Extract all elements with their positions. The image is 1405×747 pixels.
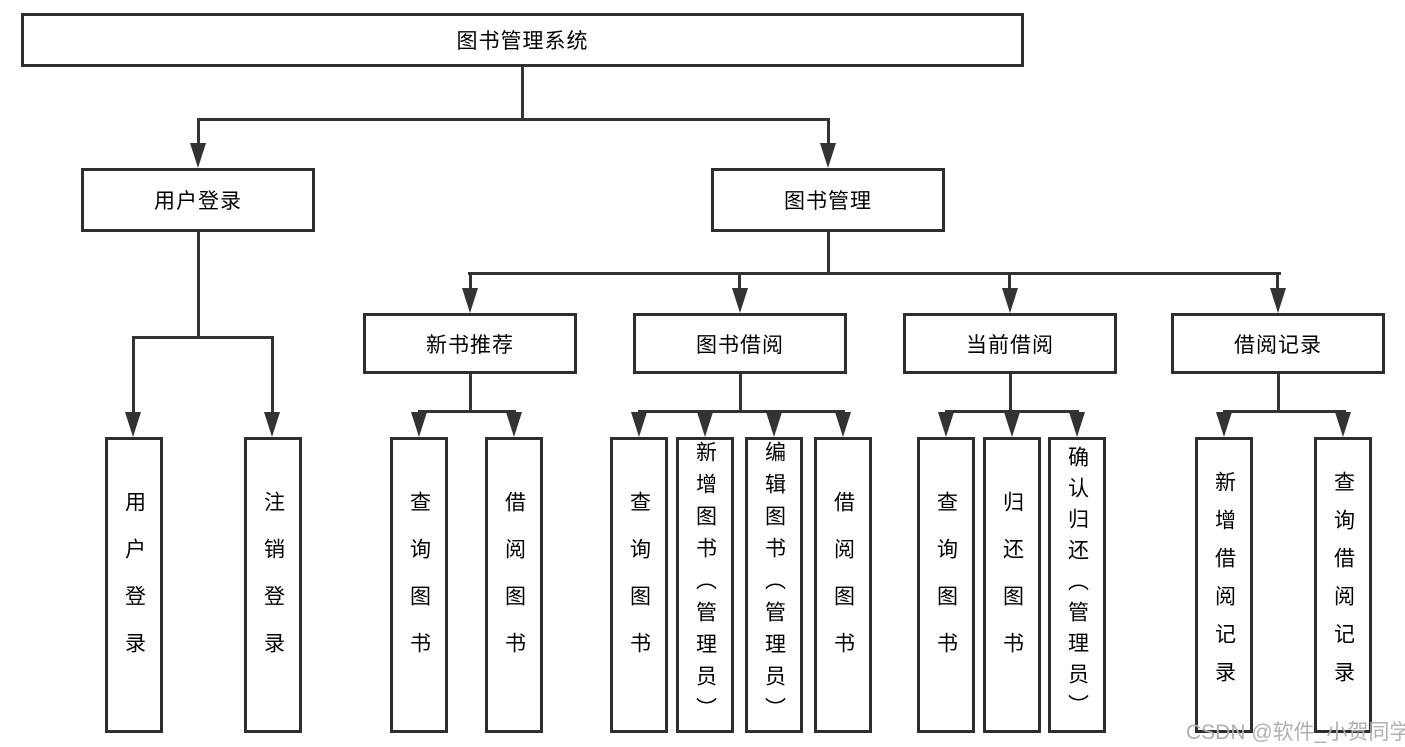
csdn-watermark: CSDN @软件_小贺同学 — [1186, 721, 1405, 744]
node-new-book-recommend: 新书推荐 — [363, 313, 577, 374]
connector-arrowhead — [697, 412, 713, 437]
connector-line — [197, 232, 200, 336]
connector-line — [827, 118, 830, 146]
leaf-edit-book-admin-label: 编辑图书（管理员） — [762, 441, 786, 729]
connector-line — [469, 272, 472, 290]
node-library-system-label: 图书管理系统 — [456, 30, 589, 53]
leaf-borrow-book: 借阅图书 — [814, 437, 872, 733]
leaf-edit-book-admin: 编辑图书（管理员） — [745, 437, 803, 733]
connector-arrowhead — [1216, 412, 1232, 437]
leaf-user-login-label: 用户登录 — [122, 491, 146, 679]
connector-line — [1277, 374, 1280, 410]
connector-arrowhead — [1002, 288, 1018, 313]
connector-line — [469, 374, 472, 410]
connector-line — [1008, 272, 1011, 290]
connector-line — [827, 232, 830, 272]
leaf-borrow-book-label: 借阅图书 — [831, 491, 855, 679]
connector-arrowhead — [1069, 412, 1085, 437]
leaf-query-book-borrowing: 查询图书 — [610, 437, 668, 733]
leaf-query-book-recommend: 查询图书 — [390, 437, 448, 733]
leaf-borrow-book-recommend-label: 借阅图书 — [502, 491, 526, 679]
connector-arrowhead — [1335, 412, 1351, 437]
leaf-add-book-admin: 新增图书（管理员） — [676, 437, 734, 733]
node-library-system: 图书管理系统 — [21, 13, 1024, 67]
leaf-confirm-return-admin: 确认归还（管理员） — [1048, 437, 1106, 733]
node-borrowing-records: 借阅记录 — [1171, 313, 1385, 374]
connector-arrowhead — [506, 412, 522, 437]
node-user-login: 用户登录 — [81, 168, 315, 232]
connector-line — [418, 410, 516, 413]
connector-arrowhead — [462, 288, 478, 313]
leaf-query-book-recommend-label: 查询图书 — [407, 491, 431, 679]
leaf-confirm-return-admin-label: 确认归还（管理员） — [1065, 445, 1089, 725]
node-new-book-recommend-label: 新书推荐 — [426, 333, 514, 357]
connector-arrowhead — [190, 143, 206, 168]
connector-line — [197, 118, 830, 121]
node-current-borrowing: 当前借阅 — [903, 313, 1117, 374]
connector-line — [271, 336, 274, 414]
connector-arrowhead — [631, 412, 647, 437]
leaf-query-borrow-record-label: 查询借阅记录 — [1331, 471, 1355, 699]
connector-line — [638, 410, 845, 413]
leaf-query-book-borrowing-label: 查询图书 — [627, 491, 651, 679]
node-current-borrowing-label: 当前借阅 — [966, 333, 1054, 357]
connector-arrowhead — [766, 412, 782, 437]
connector-arrowhead — [732, 288, 748, 313]
node-book-management: 图书管理 — [711, 168, 945, 232]
node-book-borrowing-label: 图书借阅 — [696, 333, 784, 357]
leaf-user-login: 用户登录 — [105, 437, 163, 733]
leaf-query-borrow-record: 查询借阅记录 — [1314, 437, 1372, 733]
node-book-borrowing: 图书借阅 — [633, 313, 847, 374]
leaf-add-borrow-record: 新增借阅记录 — [1195, 437, 1253, 733]
leaf-return-book: 归还图书 — [983, 437, 1041, 733]
connector-arrowhead — [264, 412, 280, 437]
connector-line — [1223, 410, 1346, 413]
leaf-logout-label: 注销登录 — [261, 491, 285, 679]
connector-line — [739, 374, 742, 410]
connector-line — [521, 67, 524, 119]
leaf-logout: 注销登录 — [244, 437, 302, 733]
connector-arrowhead — [1270, 288, 1286, 313]
leaf-add-borrow-record-label: 新增借阅记录 — [1212, 471, 1236, 699]
connector-line — [738, 272, 741, 290]
leaf-borrow-book-recommend: 借阅图书 — [485, 437, 543, 733]
connector-line — [945, 410, 1079, 413]
leaf-query-book-current: 查询图书 — [917, 437, 975, 733]
connector-line — [1276, 272, 1279, 290]
connector-arrowhead — [1004, 412, 1020, 437]
connector-arrowhead — [411, 412, 427, 437]
connector-line — [468, 272, 1281, 275]
node-user-login-label: 用户登录 — [154, 190, 242, 213]
connector-line — [197, 118, 200, 146]
connector-line — [132, 336, 274, 339]
connector-line — [132, 336, 135, 414]
node-book-management-label: 图书管理 — [784, 190, 872, 213]
connector-line — [1009, 374, 1012, 410]
leaf-return-book-label: 归还图书 — [1000, 491, 1024, 679]
leaf-query-book-current-label: 查询图书 — [934, 491, 958, 679]
connector-arrowhead — [835, 412, 851, 437]
connector-arrowhead — [125, 412, 141, 437]
connector-arrowhead — [820, 143, 836, 168]
node-borrowing-records-label: 借阅记录 — [1234, 333, 1322, 357]
connector-arrowhead — [938, 412, 954, 437]
leaf-add-book-admin-label: 新增图书（管理员） — [693, 441, 717, 729]
